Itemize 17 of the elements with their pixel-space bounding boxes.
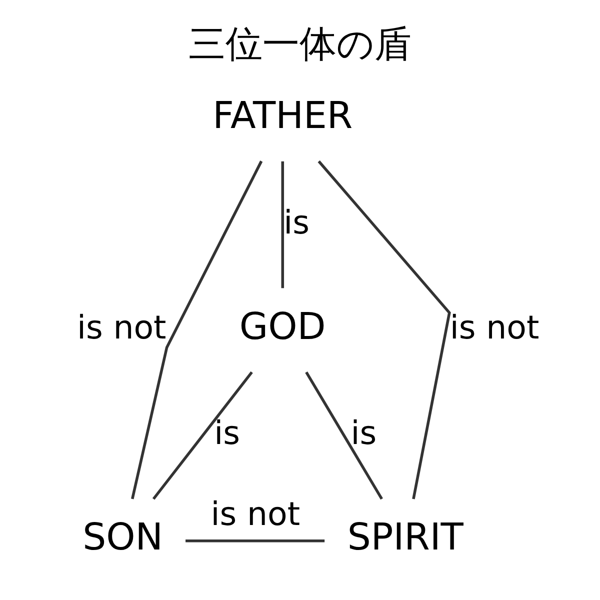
diagram-title: 三位一体の盾 (188, 22, 412, 66)
connector (305, 371, 383, 500)
connector (186, 540, 325, 542)
connector (152, 371, 253, 500)
node-text: FATHER (212, 94, 353, 138)
node-text: SPIRIT (347, 516, 464, 559)
edge-label: is (350, 414, 377, 452)
edge-label: is not (77, 308, 166, 347)
edge-label: is not (210, 495, 300, 534)
edge-label: is not (450, 308, 540, 347)
connector (318, 160, 451, 500)
connector (131, 160, 263, 500)
connector (281, 161, 284, 288)
edge-label: is (214, 414, 240, 452)
node-text: SON (82, 516, 163, 559)
node-text: GOD (239, 304, 326, 348)
edge-label: is (284, 203, 310, 242)
